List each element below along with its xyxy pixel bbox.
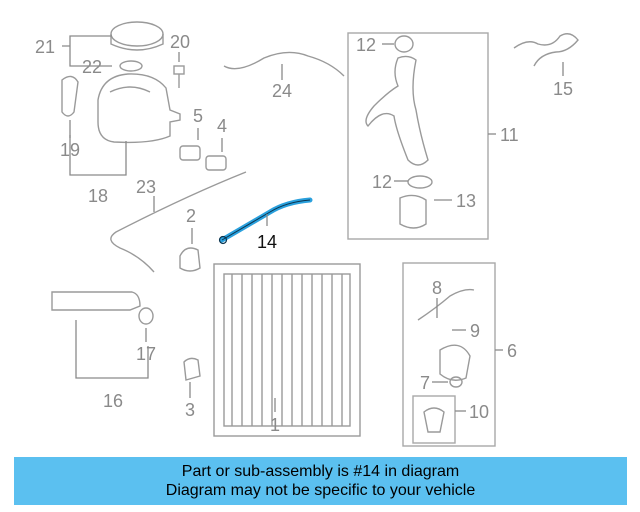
hose-8: [417, 288, 475, 321]
expansion-tank: [97, 73, 181, 144]
banner-line-1: Part or sub-assembly is #14 in diagram: [181, 463, 460, 480]
callout-2: 2: [186, 206, 196, 226]
callout-22: 22: [82, 57, 102, 77]
info-banner: Part or sub-assembly is #14 in diagram D…: [14, 457, 627, 505]
group-box-6: [402, 262, 496, 447]
radiator: [213, 263, 361, 437]
o-ring-7: [449, 376, 463, 388]
banner-line-2: Diagram may not be specific to your vehi…: [165, 482, 476, 499]
cap-seal: [119, 60, 143, 72]
callout-24: 24: [272, 81, 292, 101]
bracket-2: [179, 247, 201, 272]
callout-5: 5: [193, 106, 203, 126]
callout-3: 3: [185, 400, 195, 420]
hose-15: [513, 33, 579, 67]
group-box-11: [347, 32, 489, 240]
flange-13: [399, 194, 427, 229]
leader-18: [69, 135, 127, 176]
callout-10: 10: [469, 402, 489, 422]
leader-16: [75, 320, 149, 379]
hose-23: [110, 171, 247, 273]
callout-16: 16: [103, 391, 123, 411]
leader-21-22: [62, 35, 112, 67]
hose-11: [365, 55, 429, 166]
callout-14: 14: [257, 232, 277, 252]
hose-19: [61, 75, 79, 117]
o-ring-17: [138, 307, 154, 325]
callout-13: 13: [456, 191, 476, 211]
sensor-5: [179, 145, 201, 161]
seal-12: [407, 175, 433, 189]
callout-15: 15: [553, 79, 573, 99]
callout-18: 18: [88, 186, 108, 206]
callout-12-bottom: 12: [372, 172, 392, 192]
part-10: [423, 407, 445, 433]
callout-11: 11: [500, 125, 519, 145]
sensor-4: [205, 155, 227, 171]
bracket-3: [183, 357, 201, 381]
cap-12-top: [394, 35, 414, 53]
callout-8: 8: [432, 278, 442, 298]
callout-1: 1: [270, 415, 280, 435]
callout-6: 6: [507, 341, 517, 361]
callout-19: 19: [60, 140, 80, 160]
callout-7: 7: [420, 373, 430, 393]
callout-4: 4: [217, 116, 227, 136]
hose-24: [223, 51, 345, 77]
filler-cap: [110, 21, 164, 51]
group-box-10: [412, 395, 456, 444]
pipe-16: [51, 291, 141, 311]
thermostat-housing: [439, 344, 471, 381]
hose-14-highlighted: [218, 197, 313, 245]
callout-20: 20: [170, 32, 190, 52]
callout-23: 23: [136, 177, 156, 197]
callout-9: 9: [470, 321, 480, 341]
bolt-20: [173, 65, 185, 88]
callout-12-top: 12: [356, 35, 376, 55]
callout-21: 21: [35, 37, 55, 57]
callout-17: 17: [136, 344, 156, 364]
